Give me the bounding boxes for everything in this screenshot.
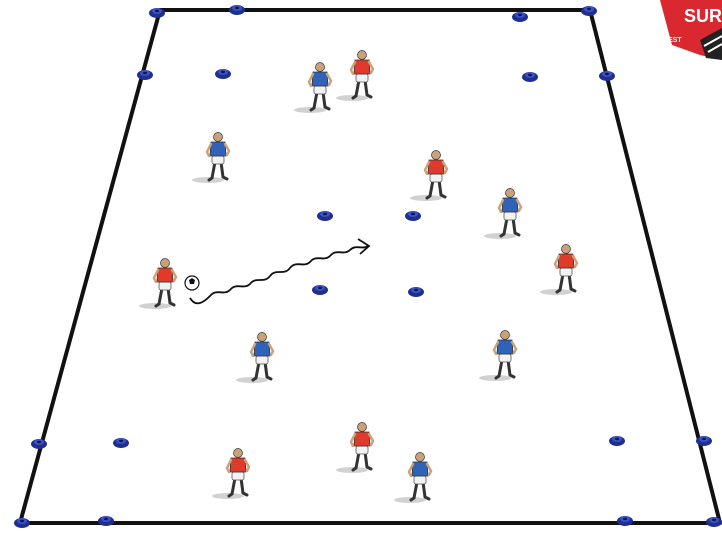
ball-icon xyxy=(184,275,200,291)
cone-icon xyxy=(14,518,30,528)
red-player-icon xyxy=(540,244,579,295)
cone-icon xyxy=(31,439,47,449)
blue-player-icon xyxy=(236,332,275,383)
cone-icon xyxy=(113,438,129,448)
blue-player-icon xyxy=(394,452,433,503)
cone-icon xyxy=(229,5,245,15)
logo-subtext: EST xyxy=(668,37,682,44)
cone-icon xyxy=(581,6,597,16)
cone-icon xyxy=(312,285,328,295)
cone-icon xyxy=(215,69,231,79)
cone-icon xyxy=(137,70,153,80)
cone-icon xyxy=(408,287,424,297)
cone-icon xyxy=(512,12,528,22)
blue-player-icon xyxy=(294,62,333,113)
cone-icon xyxy=(522,72,538,82)
cone-icon xyxy=(599,71,615,81)
club-logo: SUR EST xyxy=(660,0,722,60)
cone-icon xyxy=(609,436,625,446)
red-player-icon xyxy=(410,150,449,201)
logo-text: SUR xyxy=(684,6,722,26)
players xyxy=(139,50,579,503)
cone-icon xyxy=(696,436,712,446)
blue-player-icon xyxy=(479,330,518,381)
dribble-arrow-icon xyxy=(189,245,369,305)
red-player-icon xyxy=(336,422,375,473)
red-player-icon xyxy=(212,448,251,499)
cone-icon xyxy=(317,211,333,221)
cone-icon xyxy=(149,8,165,18)
blue-player-icon xyxy=(192,132,231,183)
arrow-head xyxy=(357,238,371,255)
cone-icon xyxy=(405,211,421,221)
cone-icon xyxy=(617,516,633,526)
red-player-icon xyxy=(336,50,375,101)
cone-icon xyxy=(706,517,722,527)
red-player-icon xyxy=(139,258,178,309)
blue-player-icon xyxy=(484,188,523,239)
cone-icon xyxy=(98,516,114,526)
